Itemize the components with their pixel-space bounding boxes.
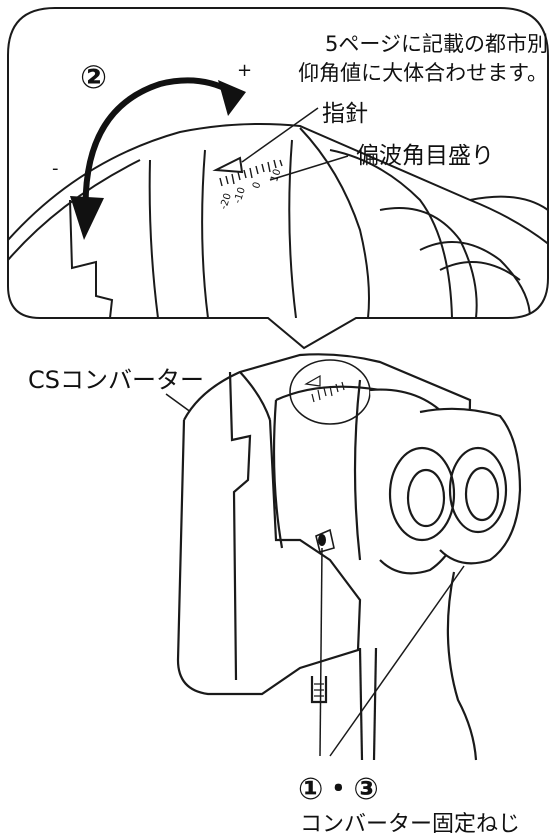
screw-label: コンバーター固定ねじ — [300, 812, 521, 837]
converter-body — [165, 353, 522, 761]
detail-note-line1: 5ページに記載の都市別 — [325, 32, 548, 56]
detail-panel — [7, 7, 549, 350]
arrow-minus-head — [70, 196, 104, 240]
detail-note: 5ページに記載の都市別 仰角値に大体合わせます。 — [298, 30, 548, 88]
minus-sign: - — [52, 158, 59, 179]
scale-label: 偏波角目盛り — [356, 143, 494, 169]
detail-note-line2: 仰角値に大体合わせます。 — [298, 61, 548, 85]
pointer-label: 指針 — [322, 101, 368, 127]
step-rotate-label: ② — [80, 58, 108, 96]
arrow-plus-head — [218, 80, 246, 116]
plus-sign: + — [237, 60, 253, 81]
converter-label: CSコンバーター — [28, 366, 204, 394]
steps-label: ①・③ — [298, 772, 379, 807]
